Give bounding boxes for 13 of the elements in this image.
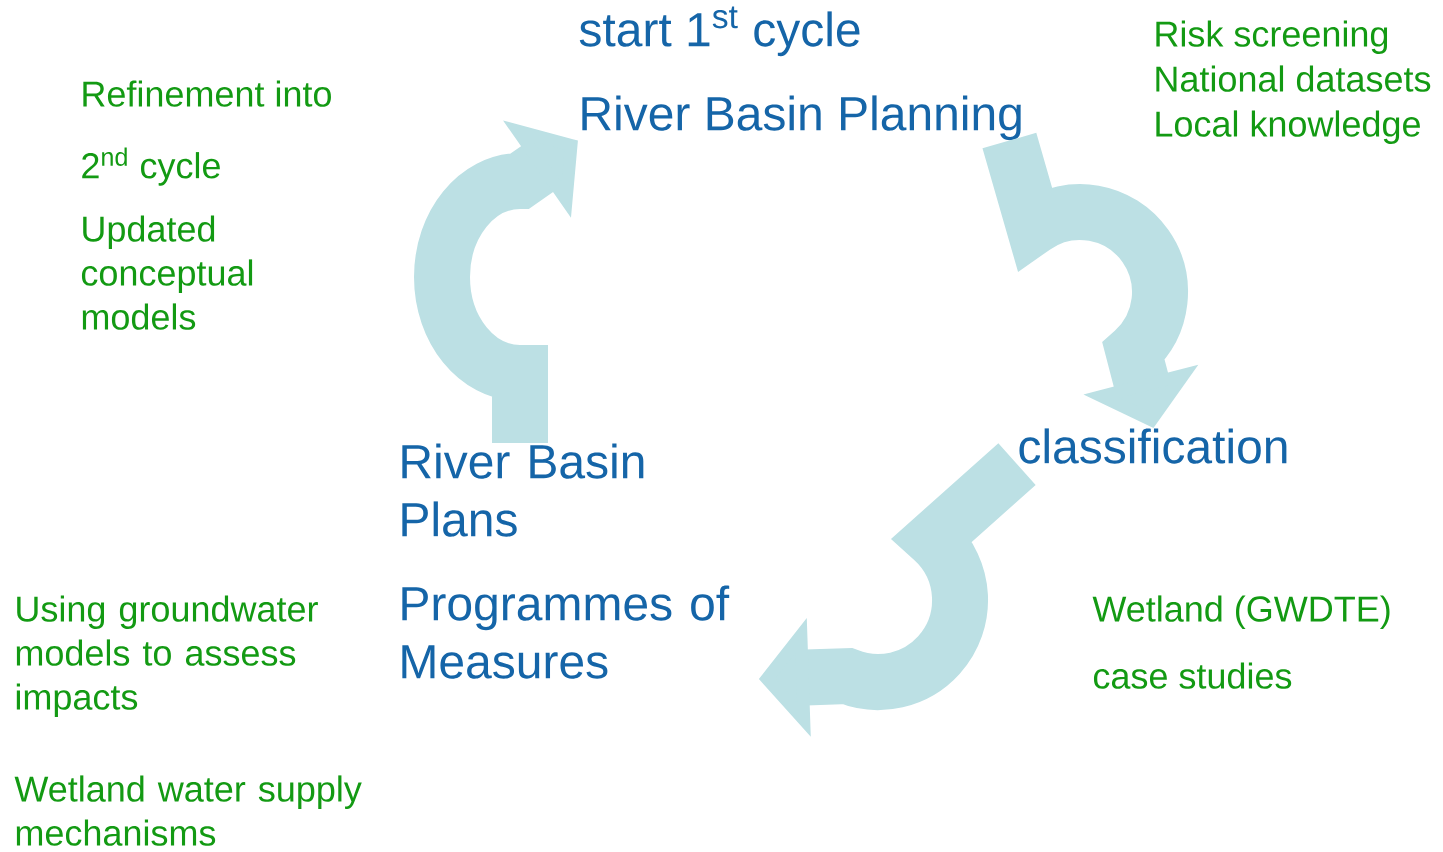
note-text: Wetland (GWDTE) [1092, 595, 1390, 629]
note-text: Updated conceptual models [81, 215, 253, 330]
note-text: Risk screening [1156, 20, 1388, 54]
note-text: Refinement into [83, 80, 331, 107]
note-text: 2$^{nd}$ cycle [82, 147, 220, 186]
note-text: Local knowledge [1156, 110, 1420, 144]
note-text: Wetland water supply mechanisms [14, 775, 362, 846]
note-text: National datasets [1156, 65, 1431, 92]
stage-label: River Basin Plans Programmes of Measures [402, 443, 730, 679]
stage-label: classification [1019, 428, 1287, 464]
note-text: Using groundwater models to assess impacts [16, 595, 318, 717]
stage-label: start 1$^{st}$ cycle River Basin Planning [579, 6, 1021, 141]
note-text: case studies [1093, 662, 1292, 689]
